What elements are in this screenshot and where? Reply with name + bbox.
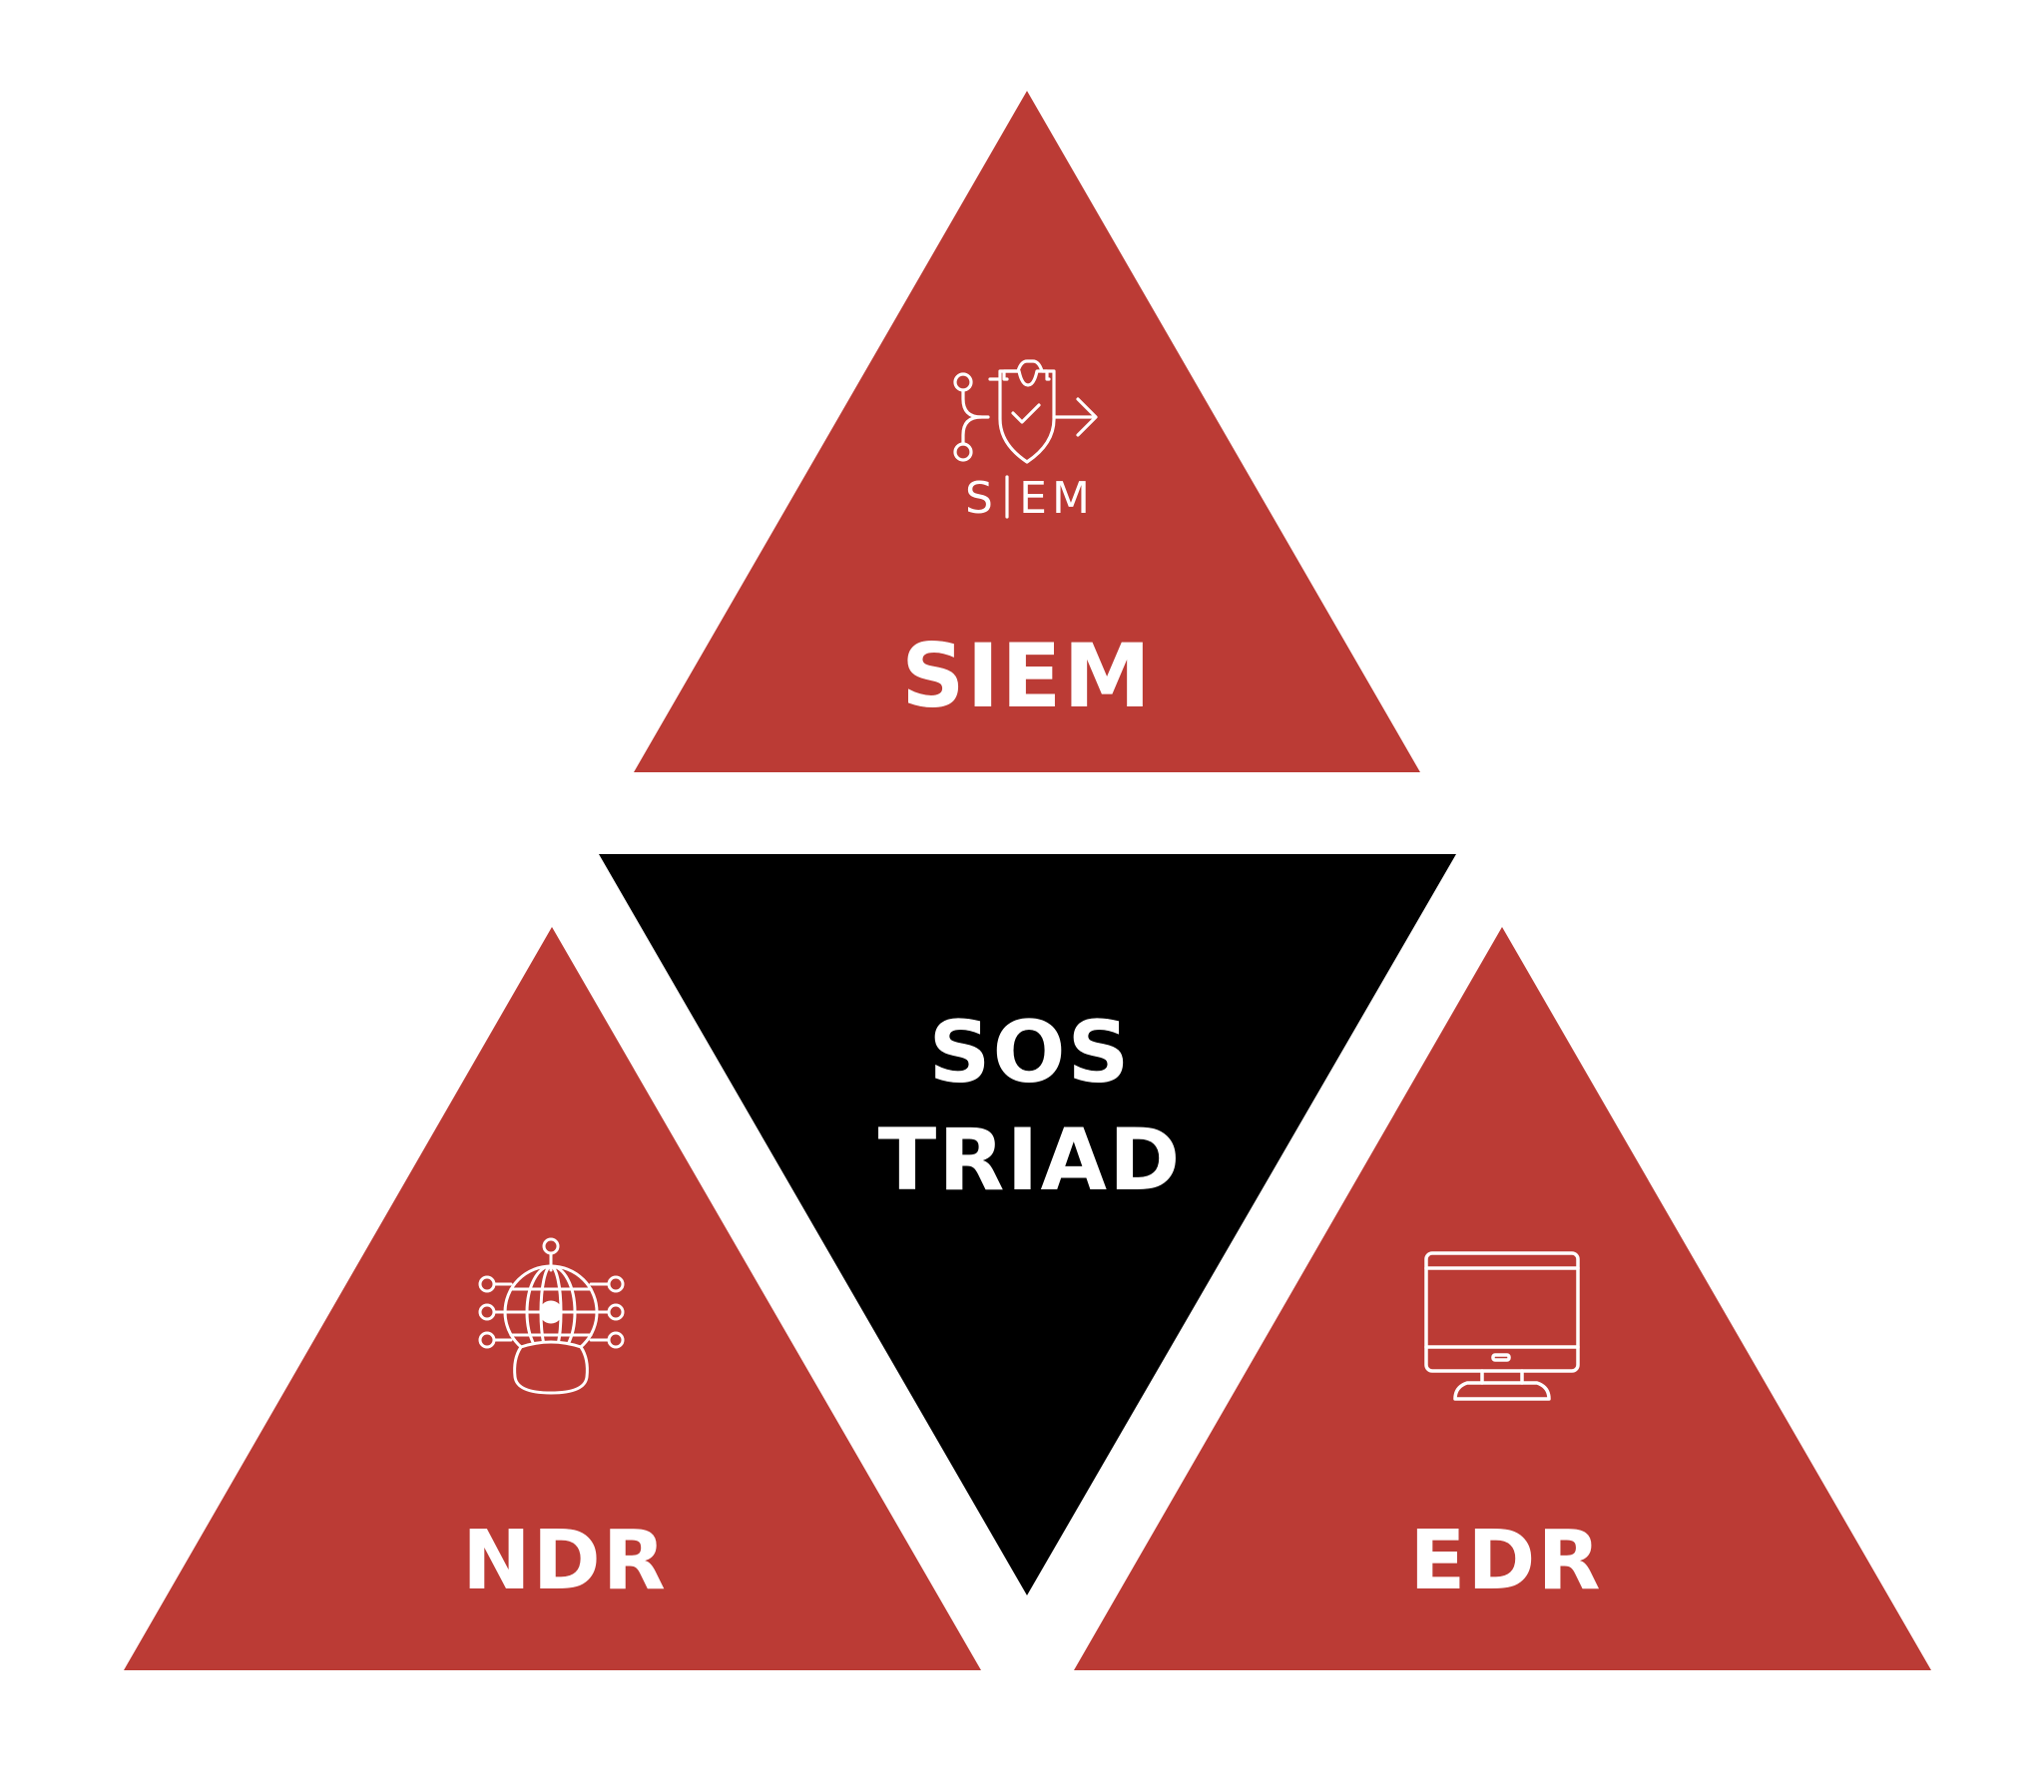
sos-triad-center-triangle xyxy=(599,854,1456,1595)
edr-triangle xyxy=(1074,927,1931,1670)
siem-shield-icon: S E M xyxy=(953,359,1098,524)
center-title-line-2: TRIAD xyxy=(877,1111,1183,1210)
svg-text:E: E xyxy=(1019,473,1047,524)
ndr-triangle xyxy=(124,927,981,1670)
svg-text:S: S xyxy=(965,473,993,524)
network-globe-icon xyxy=(478,1237,625,1395)
svg-text:M: M xyxy=(1052,473,1090,524)
edr-label: EDR xyxy=(1409,1514,1603,1608)
center-title-line-1: SOS xyxy=(928,1003,1132,1103)
desktop-monitor-icon xyxy=(1424,1251,1580,1401)
ndr-label: NDR xyxy=(462,1514,668,1608)
siem-triangle xyxy=(634,91,1420,772)
siem-label: SIEM xyxy=(901,625,1153,727)
